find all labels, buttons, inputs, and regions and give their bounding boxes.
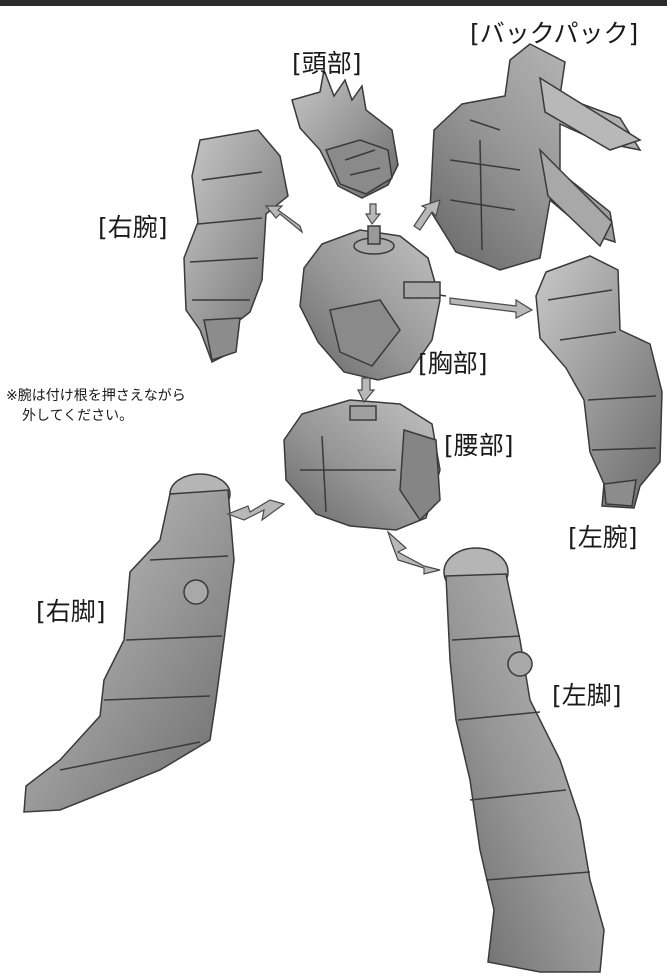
left-arm-part [535, 255, 663, 509]
label-right-arm: [右腕] [98, 213, 168, 242]
label-waist: [腰部] [444, 431, 514, 460]
backpack-part [429, 43, 642, 271]
label-chest: [胸部] [418, 349, 488, 378]
arrow-right-leg [226, 499, 286, 522]
label-backpack: [バックパック] [470, 19, 639, 48]
left-leg-part [443, 547, 605, 973]
waist-part [283, 399, 441, 531]
arrow-left-leg [386, 530, 441, 575]
arrow-waist [357, 377, 376, 404]
note-line-1: ※腕は付け根を押さえながら [6, 388, 186, 404]
label-head: [頭部] [292, 49, 362, 78]
head-part [291, 67, 399, 199]
label-right-leg: [右脚] [36, 597, 106, 626]
note-line-2: 外してください。 [22, 408, 134, 424]
assembly-arrows [226, 199, 534, 575]
label-left-arm: [左腕] [568, 523, 638, 552]
arrow-head [364, 203, 382, 226]
right-arm-part [183, 129, 289, 364]
chest-part [299, 225, 447, 381]
arrow-right-arm [264, 205, 304, 234]
top-border [0, 0, 667, 6]
arm-removal-note: ※腕は付け根を押さえながら 外してください。 [6, 386, 256, 426]
right-leg-part [23, 473, 235, 813]
label-left-leg: [左脚] [552, 681, 622, 710]
arrow-left-arm [449, 297, 534, 319]
arrow-backpack [413, 199, 441, 231]
